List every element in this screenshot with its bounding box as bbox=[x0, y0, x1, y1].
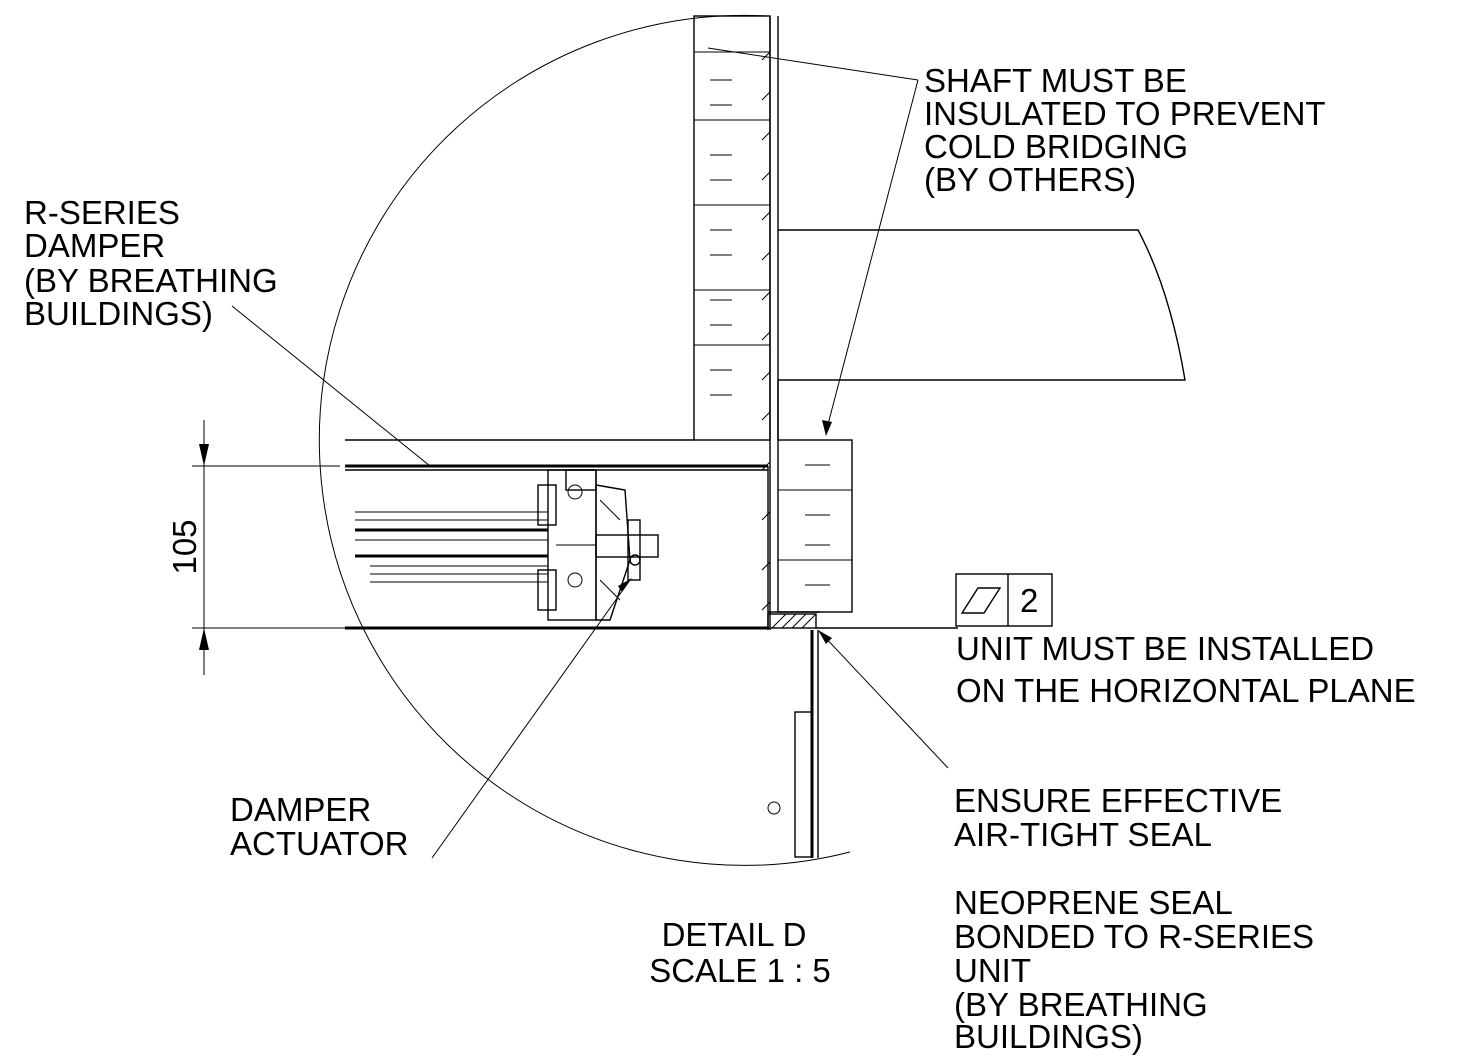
detail-title: DETAIL D bbox=[662, 916, 807, 953]
roof-slab bbox=[777, 229, 1186, 440]
note-line: INSULATED TO PREVENT bbox=[924, 95, 1326, 132]
note-line: UNIT MUST BE INSTALLED bbox=[956, 630, 1374, 667]
note-line: (BY OTHERS) bbox=[924, 161, 1136, 198]
tolerance-value: 2 bbox=[1020, 582, 1038, 619]
upstand-insulation bbox=[777, 439, 853, 613]
note-line: NEOPRENE SEAL bbox=[954, 884, 1233, 921]
note-line: BUILDINGS) bbox=[954, 1018, 1143, 1055]
shaft-wall bbox=[693, 15, 779, 630]
note-line: DAMPER bbox=[24, 227, 165, 264]
damper-housing bbox=[345, 439, 820, 630]
note-line: ENSURE EFFECTIVE bbox=[954, 782, 1282, 819]
note-line: BONDED TO R-SERIES bbox=[954, 918, 1314, 955]
note-line: UNIT bbox=[954, 952, 1031, 989]
damper-blades bbox=[355, 511, 548, 583]
note-neoprene: NEOPRENE SEAL BONDED TO R-SERIES UNIT (B… bbox=[954, 884, 1314, 1055]
note-line: ACTUATOR bbox=[230, 825, 408, 862]
detail-label: DETAIL D SCALE 1 : 5 bbox=[649, 916, 831, 989]
note-install-plane: UNIT MUST BE INSTALLED ON THE HORIZONTAL… bbox=[956, 630, 1416, 709]
neoprene-seal bbox=[767, 613, 817, 629]
note-shaft-insulation: SHAFT MUST BE INSULATED TO PREVENT COLD … bbox=[924, 62, 1326, 198]
dimension-value: 105 bbox=[166, 519, 203, 574]
note-line: SHAFT MUST BE bbox=[924, 62, 1187, 99]
note-damper: R-SERIES DAMPER (BY BREATHING BUILDINGS) bbox=[24, 194, 278, 332]
detail-scale: SCALE 1 : 5 bbox=[649, 952, 831, 989]
note-line: ON THE HORIZONTAL PLANE bbox=[956, 672, 1416, 709]
note-line: R-SERIES bbox=[24, 194, 180, 231]
tolerance-frame bbox=[955, 573, 1053, 627]
flatness-icon bbox=[960, 587, 1002, 614]
damper-actuator-assembly bbox=[537, 469, 659, 621]
note-line: COLD BRIDGING bbox=[924, 128, 1188, 165]
note-seal: ENSURE EFFECTIVE AIR-TIGHT SEAL bbox=[954, 782, 1282, 853]
note-line: DAMPER bbox=[230, 791, 371, 828]
note-line: (BY BREATHING bbox=[954, 986, 1208, 1023]
detail-boundary-arc bbox=[318, 14, 851, 866]
note-actuator: DAMPER ACTUATOR bbox=[230, 791, 408, 862]
leader-lines bbox=[231, 47, 949, 859]
note-line: AIR-TIGHT SEAL bbox=[954, 816, 1212, 853]
note-line: BUILDINGS) bbox=[24, 295, 213, 332]
lower-kerb bbox=[767, 630, 819, 858]
dimension-105 bbox=[192, 420, 345, 675]
note-line: (BY BREATHING bbox=[24, 262, 278, 299]
